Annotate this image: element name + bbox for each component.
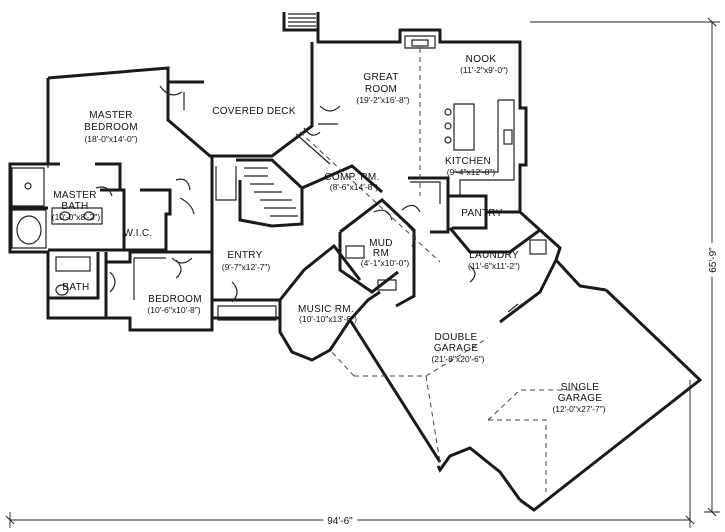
- laundry-size: (11'-6"x11'-2"): [468, 261, 520, 271]
- garage-overhead-lines: [299, 48, 580, 492]
- comp-rm-size: (8'-6"x14'-8"): [330, 182, 379, 192]
- dimension-lines: [5, 17, 720, 528]
- wic-label: W.I.C.: [123, 228, 152, 239]
- bath-label: BATH: [62, 282, 89, 293]
- single-garage-size: (12'-0"x27'-7"): [552, 404, 605, 414]
- single-garage-label-1: SINGLE: [561, 382, 600, 393]
- mud-rm-size: (4'-1"x10'-0"): [361, 258, 410, 268]
- interior-walls: [10, 99, 547, 321]
- master-bedroom-size: (18'-0"x14'-0"): [84, 134, 137, 144]
- master-bedroom-label-1: MASTER: [89, 110, 132, 121]
- laundry-label: LAUNDRY: [469, 250, 519, 261]
- entry-label: ENTRY: [227, 250, 262, 261]
- comp-rm-label: COMP. RM.: [324, 172, 379, 183]
- great-room-size: (19'-2"x16'-8"): [356, 95, 409, 105]
- mud-rm-label-2: RM: [373, 248, 389, 259]
- depth-dimension-backdrop: [707, 242, 720, 277]
- double-garage-label-1: DOUBLE: [435, 332, 478, 343]
- nook-label: NOOK: [466, 54, 497, 65]
- overall-depth-dimension: 65'-9": [708, 247, 719, 273]
- single-garage-label-2: GARAGE: [558, 393, 603, 404]
- great-room-label-2: ROOM: [365, 84, 397, 95]
- overall-width-dimension: 94'-6": [327, 516, 353, 527]
- music-rm-label: MUSIC RM.: [298, 304, 354, 315]
- master-bath-label-2: BATH: [61, 201, 88, 212]
- bedroom-size: (10'-6"x10'-8"): [147, 305, 200, 315]
- mud-rm-label-1: MUD: [369, 238, 393, 249]
- kitchen-label: KITCHEN: [445, 156, 491, 167]
- master-bath-size: (10'-0"x8'-2"): [52, 212, 101, 222]
- room-labels: NOOK (11'-2"x9'-0") GREAT ROOM (19'-2"x1…: [52, 54, 606, 414]
- double-garage-size: (21'-8"x20'-6"): [431, 354, 484, 364]
- entry-size: (9'-7"x12'-7"): [222, 262, 271, 272]
- music-rm-size: (10'-10"x13'-6"): [299, 314, 357, 324]
- nook-size: (11'-2"x9'-0"): [460, 65, 508, 75]
- bedroom-label: BEDROOM: [148, 294, 202, 305]
- master-bath-label-1: MASTER: [53, 190, 96, 201]
- width-dimension-backdrop: [323, 515, 358, 528]
- door-swings: [95, 85, 476, 303]
- great-room-label-1: GREAT: [363, 72, 398, 83]
- master-bedroom-label-2: BEDROOM: [84, 122, 138, 133]
- double-garage-label-2: GARAGE: [434, 343, 479, 354]
- pantry-label: PANTRY: [461, 208, 502, 219]
- kitchen-size: (9'-4"x12'-8"): [447, 167, 496, 177]
- covered-deck-label: COVERED DECK: [212, 106, 296, 117]
